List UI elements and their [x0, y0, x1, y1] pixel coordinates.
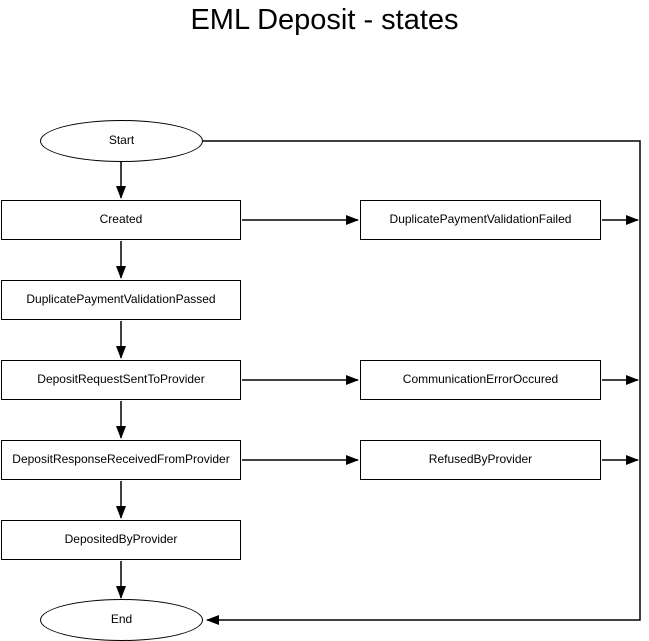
node-deposited-label: DepositedByProvider	[64, 532, 178, 547]
edge-rail-start-to-end	[203, 140, 641, 625]
node-duplicate-failed-label: DuplicatePaymentValidationFailed	[389, 212, 572, 227]
node-deposit-request-sent-to-provider: DepositRequestSentToProvider	[1, 360, 241, 400]
node-communication-error-occured: CommunicationErrorOccured	[360, 360, 601, 400]
node-comm-error-label: CommunicationErrorOccured	[402, 372, 559, 387]
node-start: Start	[40, 120, 203, 162]
node-request-sent-label: DepositRequestSentToProvider	[37, 372, 205, 387]
node-response-received-label: DepositResponseReceivedFromProvider	[12, 452, 230, 467]
node-end: End	[40, 599, 203, 641]
node-duplicate-payment-validation-passed: DuplicatePaymentValidationPassed	[1, 280, 241, 320]
node-created-label: Created	[99, 212, 143, 227]
node-deposited-by-provider: DepositedByProvider	[1, 520, 241, 560]
node-start-label: Start	[108, 133, 135, 148]
node-refused-label: RefusedByProvider	[428, 452, 533, 467]
diagram-title: EML Deposit - states	[190, 4, 459, 36]
node-duplicate-payment-validation-failed: DuplicatePaymentValidationFailed	[360, 200, 601, 240]
node-deposit-response-received-from-provider: DepositResponseReceivedFromProvider	[1, 440, 241, 480]
node-duplicate-passed-label: DuplicatePaymentValidationPassed	[26, 292, 216, 307]
node-created: Created	[1, 200, 241, 240]
node-end-label: End	[110, 612, 133, 627]
node-refused-by-provider: RefusedByProvider	[360, 440, 601, 480]
